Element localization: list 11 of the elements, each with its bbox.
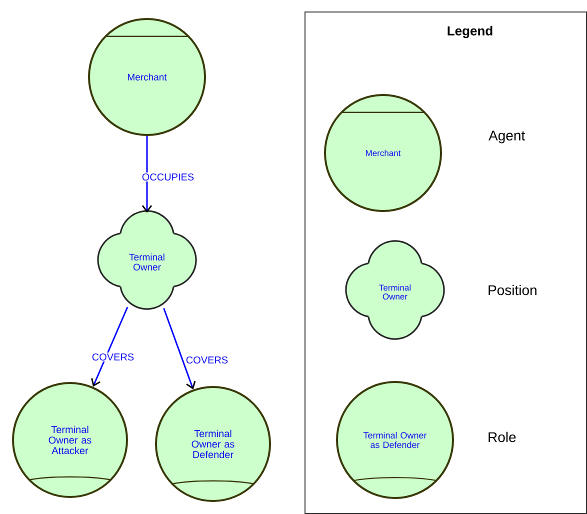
position-cloud: Terminal Owner <box>97 210 197 310</box>
edge-label: OCCUPIES <box>140 172 196 182</box>
arrow <box>142 136 152 213</box>
edge-label: COVERS <box>184 355 230 365</box>
legend-label: Agent <box>488 130 526 144</box>
arrow <box>163 308 196 390</box>
legend-label: Position <box>488 284 536 296</box>
edge-label: COVERS <box>90 352 136 362</box>
legend-label: Role <box>488 432 516 442</box>
position-cloud: Terminal Owner <box>345 240 445 340</box>
arrow <box>91 306 128 387</box>
